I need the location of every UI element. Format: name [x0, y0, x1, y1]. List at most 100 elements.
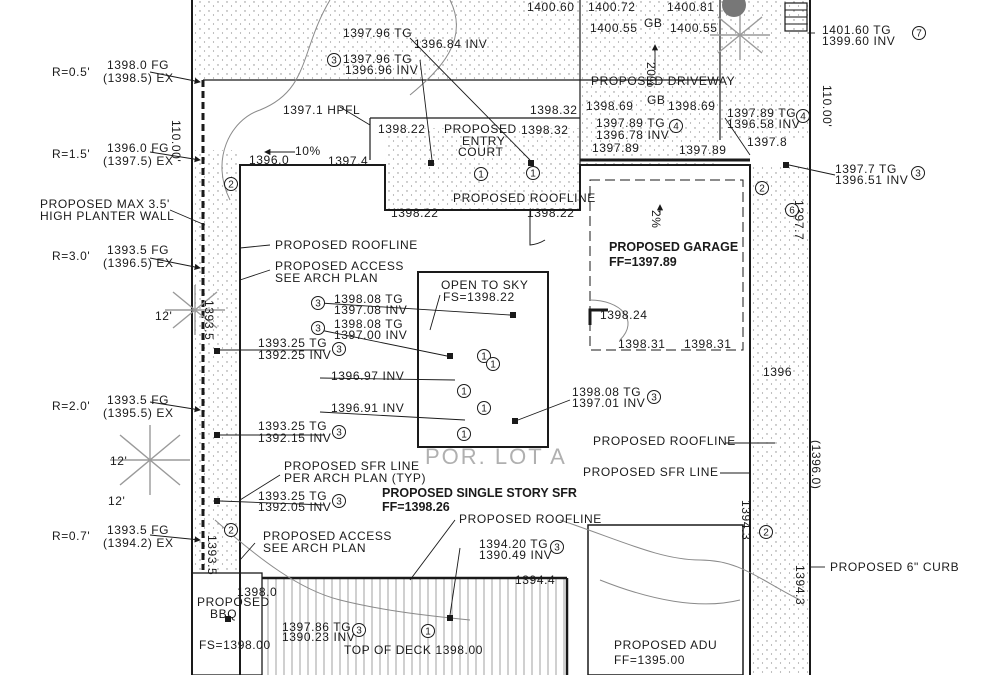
elevation-label: 1393.25 TG: [258, 336, 327, 350]
elevation-label: 1396.78 INV: [596, 128, 669, 142]
callout-circle: [332, 342, 346, 356]
elevation-label: 1396: [763, 365, 792, 379]
tree-symbols: [110, 0, 808, 495]
elevation-label: 1396.51 INV: [835, 173, 908, 187]
detail-callout: 1: [457, 384, 471, 398]
elevation-label: 1398.69: [668, 99, 716, 113]
callout-number: 3: [315, 299, 321, 310]
callout-circle: [477, 349, 491, 363]
elevation-label: 1393.5 FG: [107, 243, 169, 257]
elevation-label: 1400.72: [588, 0, 636, 14]
detail-callout: 1: [477, 401, 491, 415]
callout-circle: [327, 53, 341, 67]
elevation-label: 1400.55: [670, 21, 718, 35]
elevation-label: 1390.49 INV: [479, 548, 552, 562]
elevation-label: 1396.84 INV: [414, 37, 487, 51]
elevation-label: 1398.69: [586, 99, 634, 113]
elevation-label: 1396.97 INV: [331, 369, 404, 383]
detail-callout: 3: [332, 425, 346, 439]
elevation-label: 12': [110, 454, 127, 468]
elevation-label: 110.00': [820, 85, 834, 127]
elevation-label: PROPOSED ROOFLINE: [453, 191, 596, 205]
callout-circle: [647, 390, 661, 404]
elevation-label: PROPOSED: [197, 595, 270, 609]
callout-number: 2: [763, 528, 769, 539]
elevation-label: FF=1398.26: [382, 500, 450, 514]
elevation-label: 1394.3: [793, 565, 807, 605]
elevation-label: (1397.5) EX: [103, 154, 174, 168]
callout-number: 1: [478, 170, 484, 181]
detail-callout: 3: [311, 321, 325, 335]
elevation-label: PROPOSED: [444, 122, 517, 136]
callout-circle: [457, 427, 471, 441]
elevation-label: PROPOSED ROOFLINE: [593, 434, 736, 448]
elevation-label: PROPOSED SFR LINE: [583, 465, 719, 479]
detail-callout: 1: [477, 349, 491, 363]
elevation-label: 1397.08 INV: [334, 303, 407, 317]
callout-number: 3: [315, 324, 321, 335]
callout-number: 3: [336, 428, 342, 439]
callout-number: 1: [481, 352, 487, 363]
elevation-label: 1392.05 INV: [258, 500, 331, 514]
callout-number: 3: [336, 497, 342, 508]
elevation-label: FS=1398.00: [199, 638, 271, 652]
elevation-label: COURT: [458, 145, 504, 159]
elevation-label: 1398.31: [618, 337, 666, 351]
callout-number: 2: [228, 526, 234, 537]
detail-callout: 3: [550, 540, 564, 554]
elevation-label: FF=1397.89: [609, 255, 677, 269]
detail-callout: 2: [755, 181, 769, 195]
detail-callout: 3: [352, 623, 366, 637]
callout-circle: [669, 119, 683, 133]
elevation-label: PROPOSED GARAGE: [609, 240, 738, 254]
elevation-label: 1398.0: [237, 585, 277, 599]
elevation-label: 1400.55: [590, 21, 638, 35]
elevation-label: PROPOSED ROOFLINE: [459, 512, 602, 526]
callout-number: 1: [490, 360, 496, 371]
detail-callout: 4: [796, 109, 810, 123]
elevation-label: GB: [644, 16, 663, 30]
elevation-label: 1396.96 INV: [345, 63, 418, 77]
detail-callout: 2: [224, 177, 238, 191]
elevation-label: PROPOSED ACCESS: [275, 259, 404, 273]
elevation-label: 1393.5 FG: [107, 523, 169, 537]
elevation-label: R=0.7': [52, 529, 90, 543]
elevation-label: PER ARCH PLAN (TYP): [284, 471, 426, 485]
elevation-label: 1393.5: [205, 535, 219, 575]
callout-number: 4: [673, 122, 679, 133]
elevation-label: PROPOSED DRIVEWAY: [591, 74, 735, 88]
elevation-label: OPEN TO SKY: [441, 278, 529, 292]
building-outlines: [191, 0, 751, 675]
callout-number: 2: [228, 180, 234, 191]
callout-circle: [755, 181, 769, 195]
detail-callout: 3: [332, 342, 346, 356]
elevation-label: 1401.60 TG: [822, 23, 891, 37]
elevation-label: (1396.5) EX: [103, 256, 174, 270]
elevation-label: PROPOSED ADU: [614, 638, 717, 652]
detail-callout: 2: [759, 525, 773, 539]
detail-callout: 3: [911, 166, 925, 180]
elevation-label: 1398.22: [391, 206, 439, 220]
elevation-label: SEE ARCH PLAN: [275, 271, 378, 285]
elevation-label: 1393.25 TG: [258, 489, 327, 503]
callout-circle: [526, 166, 540, 180]
detail-callout: 3: [332, 494, 346, 508]
detail-callout: 7: [912, 26, 926, 40]
detail-callout: 1: [486, 357, 500, 371]
detail-callout: 1: [474, 167, 488, 181]
elevation-label: 1392.15 INV: [258, 431, 331, 445]
callout-number: 7: [916, 29, 922, 40]
callout-circle: [785, 203, 799, 217]
elevation-label: 110.00': [169, 120, 183, 162]
callout-circle: [311, 296, 325, 310]
elevation-label: R=3.0': [52, 249, 90, 263]
detail-callout: 1: [526, 166, 540, 180]
elevation-label: PROPOSED MAX 3.5': [40, 197, 170, 211]
elevation-label: (1395.5) EX: [103, 406, 174, 420]
callout-circle: [477, 401, 491, 415]
detail-callout: 3: [311, 296, 325, 310]
elevation-label: 1398.08 TG: [334, 317, 403, 331]
callout-circle: [421, 624, 435, 638]
elevation-label: 1394.4: [515, 573, 555, 587]
